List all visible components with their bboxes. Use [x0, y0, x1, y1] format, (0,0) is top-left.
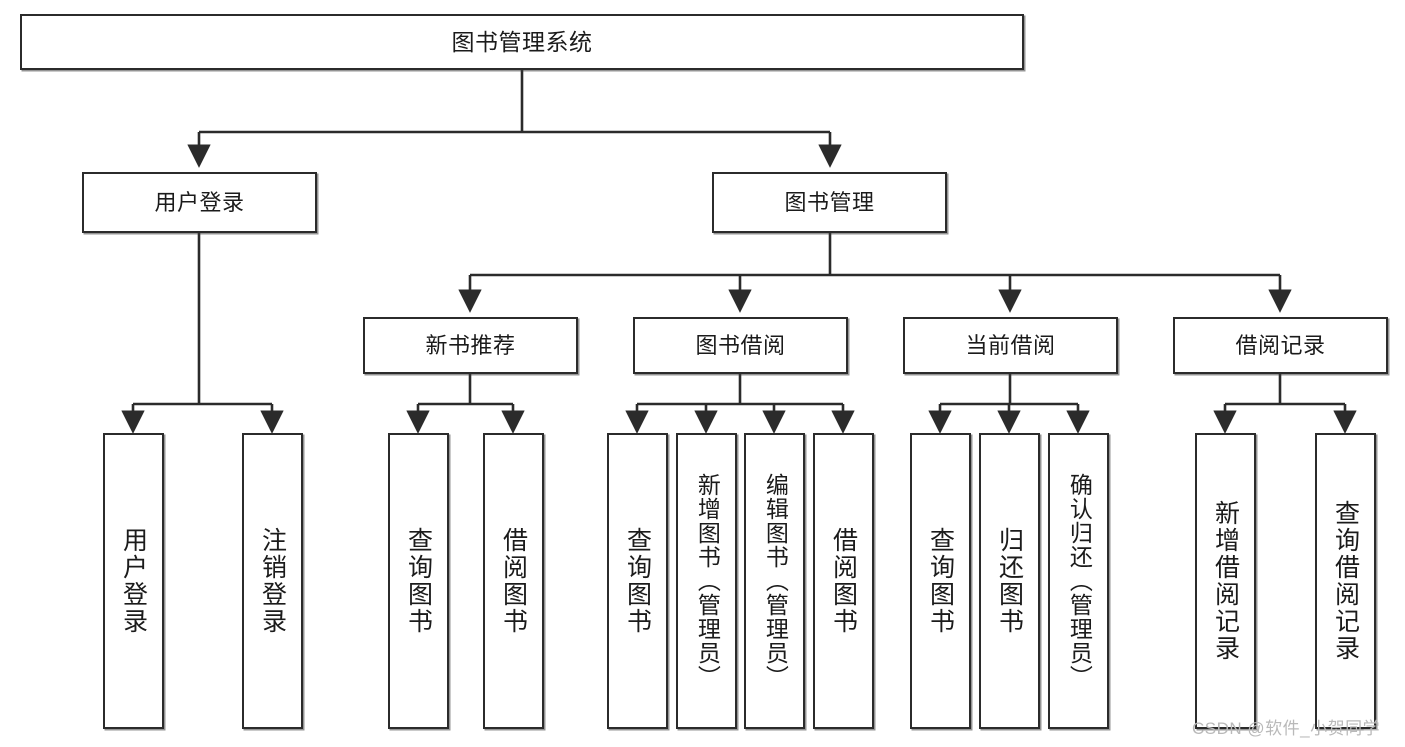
node-user-login[interactable]: 用户登录	[82, 172, 317, 233]
node-borrow-record-label: 借阅记录	[1235, 332, 1326, 358]
node-root-label: 图书管理系统	[451, 28, 593, 55]
node-leaf-query-book-1-label: 查询图书	[404, 527, 433, 635]
node-leaf-return-book-label: 归还图书	[995, 527, 1024, 635]
node-leaf-query-record[interactable]: 查询借阅记录	[1315, 433, 1376, 729]
node-leaf-borrow-book-2-label: 借阅图书	[829, 527, 858, 635]
node-leaf-return-book[interactable]: 归还图书	[979, 433, 1040, 729]
node-leaf-query-book-3[interactable]: 查询图书	[910, 433, 971, 729]
node-leaf-borrow-book-1[interactable]: 借阅图书	[483, 433, 544, 729]
node-leaf-borrow-book-1-label: 借阅图书	[499, 527, 528, 635]
node-leaf-confirm-return-label: 确认归还（管理员）	[1066, 473, 1093, 689]
node-new-book-rec[interactable]: 新书推荐	[363, 317, 578, 374]
node-leaf-query-book-3-label: 查询图书	[926, 527, 955, 635]
node-leaf-borrow-book-2[interactable]: 借阅图书	[813, 433, 874, 729]
node-leaf-user-login-label: 用户登录	[119, 527, 148, 635]
node-borrow-record[interactable]: 借阅记录	[1173, 317, 1388, 374]
node-leaf-query-book-2[interactable]: 查询图书	[607, 433, 668, 729]
node-leaf-add-record-label: 新增借阅记录	[1211, 500, 1240, 662]
csdn-watermark: CSDN @软件_小贺同学	[1192, 719, 1381, 738]
node-leaf-edit-book[interactable]: 编辑图书（管理员）	[744, 433, 805, 729]
node-leaf-add-book[interactable]: 新增图书（管理员）	[676, 433, 737, 729]
node-leaf-query-book-1[interactable]: 查询图书	[388, 433, 449, 729]
node-leaf-add-record[interactable]: 新增借阅记录	[1195, 433, 1256, 729]
node-leaf-query-book-2-label: 查询图书	[623, 527, 652, 635]
node-user-login-label: 用户登录	[154, 189, 245, 215]
node-book-manage[interactable]: 图书管理	[712, 172, 947, 233]
node-root[interactable]: 图书管理系统	[20, 14, 1024, 70]
node-new-book-rec-label: 新书推荐	[425, 332, 516, 358]
node-leaf-query-record-label: 查询借阅记录	[1331, 500, 1360, 662]
node-current-borrow[interactable]: 当前借阅	[903, 317, 1118, 374]
node-leaf-user-login[interactable]: 用户登录	[103, 433, 164, 729]
node-book-borrow-label: 图书借阅	[695, 332, 786, 358]
node-leaf-confirm-return[interactable]: 确认归还（管理员）	[1048, 433, 1109, 729]
node-leaf-logout-login-label: 注销登录	[258, 527, 287, 635]
node-current-borrow-label: 当前借阅	[965, 332, 1056, 358]
node-book-borrow[interactable]: 图书借阅	[633, 317, 848, 374]
node-leaf-edit-book-label: 编辑图书（管理员）	[762, 473, 789, 689]
node-leaf-add-book-label: 新增图书（管理员）	[694, 473, 721, 689]
node-leaf-logout-login[interactable]: 注销登录	[242, 433, 303, 729]
node-book-manage-label: 图书管理	[784, 189, 875, 215]
